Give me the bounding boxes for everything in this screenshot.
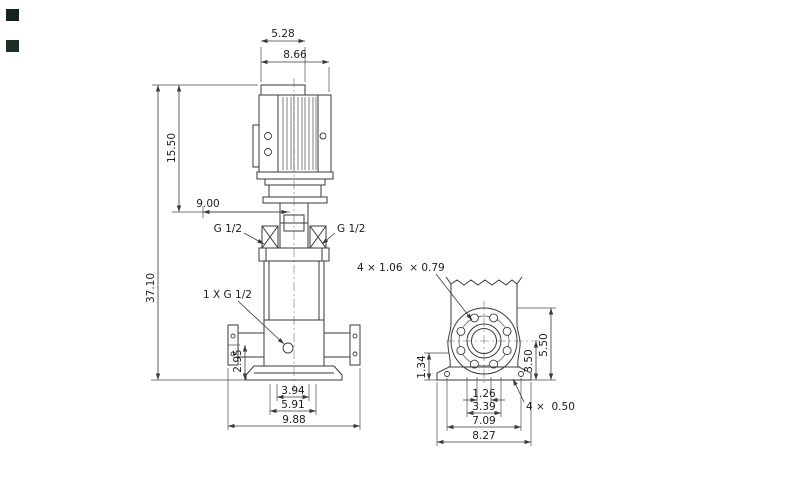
volute-body [445,276,523,368]
side-centerlines [446,301,541,386]
label-flange-holes: 4 × 1.06 × 0.79 [357,262,445,274]
dim-head-clearance: 9.00 [196,198,219,210]
dim-motor-width: 8.66 [283,49,307,61]
base-hole-left [444,371,450,377]
vent-right-leader [321,232,336,245]
dim-side-foot-span: 3.39 [472,401,495,413]
drain-plug [282,342,294,354]
coupling-guards [261,225,327,249]
label-vent-left: G 1/2 [214,223,242,235]
corner-mark-bottom [6,40,19,52]
vent-left-leader [243,232,265,245]
dim-overall-width: 9.88 [282,414,305,426]
motor-fins [282,97,317,170]
dim-flange-top: 5.50 [538,333,550,356]
dim-port-center-height: 2.95 [232,349,244,372]
pump-body [258,247,330,367]
dim-flange-span: 5.91 [281,399,304,411]
dim-total-height: 37.10 [145,273,157,303]
label-base-holes: 4 × 0.50 [526,401,575,413]
front-view: 5.28 8.66 15.50 9.00 37.10 G 1/2 G 1/2 1… [145,28,365,430]
dim-foot-span: 3.94 [281,385,305,397]
side-view: 4 × 1.06 × 0.79 1.34 3.50 5.50 1.26 3.39… [357,262,575,446]
drain-leader [237,300,285,345]
motor-stool [256,171,334,204]
dim-cap-width: 5.28 [271,28,294,40]
flange-bolt-holes [456,313,512,369]
dimension-lines-side [426,273,554,445]
corner-mark-top [6,9,19,21]
extension-lines-side [424,307,556,446]
motor-bolt-icons [264,132,327,156]
dimension-lines-front [155,38,360,429]
flange-holes-leader [435,273,473,321]
dim-port-center: 3.50 [523,349,535,372]
base-hole-right [518,371,524,377]
base-holes-leader [512,378,525,403]
flange-face [450,307,518,375]
motor-outline [252,84,332,173]
dim-bolt-span: 7.09 [472,415,495,427]
label-vent-right: G 1/2 [337,223,365,235]
label-drain: 1 X G 1/2 [203,289,252,301]
dim-base-ledge: 1.34 [416,355,428,379]
dim-slot-span: 1.26 [472,388,496,400]
dim-motor-height: 15.50 [166,133,178,163]
dim-base-width: 8.27 [472,430,495,442]
